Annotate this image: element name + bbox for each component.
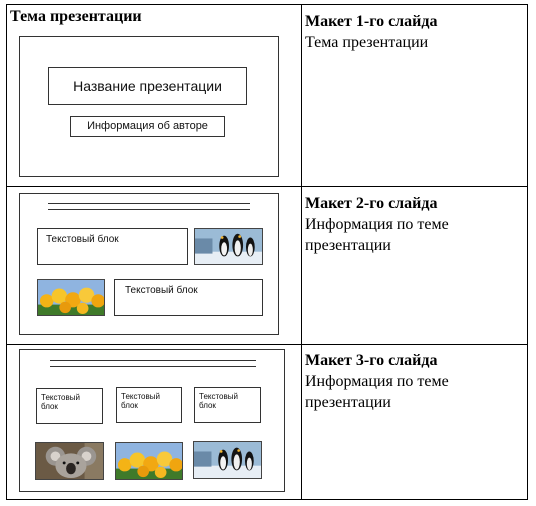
layout-3-description: Макет 3-го слайда Информация по теме пре… — [305, 350, 517, 413]
layout-title: Макет 1-го слайда — [305, 13, 438, 30]
row-divider — [7, 186, 527, 187]
text-block: Текстовый блок — [37, 228, 188, 265]
text-block: Текстовый блок — [36, 388, 103, 424]
koala-image — [35, 442, 104, 480]
layout-desc: Информация по теме презентации — [305, 216, 449, 254]
column-header: Тема презентации — [10, 8, 142, 25]
title-line — [50, 366, 256, 367]
penguins-image — [194, 228, 263, 265]
layout-title: Макет 2-го слайда — [305, 195, 438, 212]
slide-2-mockup: Текстовый блок Текстовый б — [19, 193, 279, 335]
layout-2-description: Макет 2-го слайда Информация по теме пре… — [305, 193, 517, 256]
layout-desc: Информация по теме презентации — [305, 373, 449, 411]
penguins-image — [193, 441, 262, 479]
row-divider — [7, 344, 527, 345]
presentation-title-box: Название презентации — [48, 67, 247, 105]
title-line — [48, 203, 250, 204]
text-block: Текстовый блок — [114, 279, 263, 316]
layout-1-description: Макет 1-го слайда Тема презентации — [305, 11, 517, 53]
column-divider — [301, 5, 302, 499]
tulips-image — [115, 442, 183, 480]
author-info-box: Информация об авторе — [70, 116, 225, 137]
layout-title: Макет 3-го слайда — [305, 352, 438, 369]
tulips-image — [37, 279, 105, 316]
title-line — [50, 360, 256, 361]
title-line — [48, 209, 250, 210]
text-block: Текстовый блок — [116, 387, 182, 423]
slide-1-mockup: Название презентации Информация об автор… — [19, 36, 279, 177]
text-block: Текстовый блок — [194, 387, 261, 423]
slide-3-mockup: Текстовый блок Текстовый блок Текстовый … — [19, 349, 285, 492]
slide-layout-table — [6, 4, 528, 500]
layout-desc: Тема презентации — [305, 34, 429, 51]
